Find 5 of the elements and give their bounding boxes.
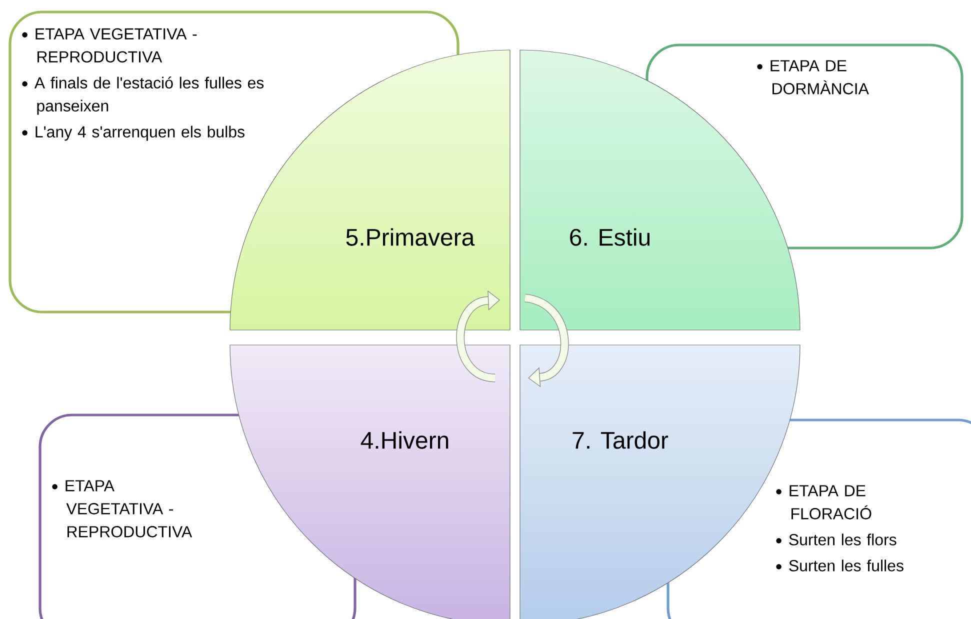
bullet-text: ETAPA VEGETATIVA - REPRODUCTIVA — [36, 28, 197, 63]
bullet-text: ETAPA VEGETATIVA - REPRODUCTIVA — [66, 480, 192, 538]
cycle-arrow — [524, 294, 569, 388]
quadrant: 4.Hivern — [230, 344, 510, 619]
cycle-arrow — [456, 290, 500, 382]
